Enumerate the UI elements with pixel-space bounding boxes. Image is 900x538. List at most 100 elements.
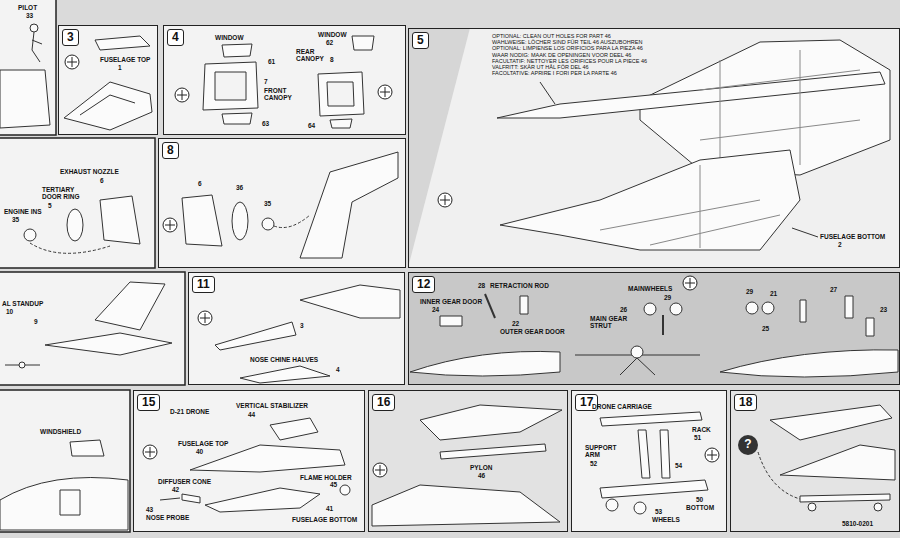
callout-number: 28 — [478, 282, 485, 289]
part-drawing — [30, 243, 110, 253]
glue-symbol — [163, 218, 177, 232]
callout-number: 64 — [308, 122, 315, 129]
callout-number: 10 — [6, 308, 13, 315]
part-drawing — [638, 430, 650, 478]
partial-panel — [0, 390, 130, 532]
step-number: 18 — [734, 394, 757, 411]
part-label: OPTIONAL: CLEAN OUT HOLES FOR PART 46 — [492, 33, 611, 39]
part-drawing — [746, 302, 758, 314]
glue-symbol — [380, 87, 390, 97]
part-drawing — [300, 285, 400, 318]
part-drawing — [634, 502, 646, 514]
callout-number: 61 — [268, 58, 275, 65]
partial-panel — [0, 272, 185, 385]
part-label: WINDOW — [215, 34, 244, 41]
part-drawing — [600, 165, 780, 248]
step-panel: 8 — [158, 138, 406, 268]
part-label: AL STANDUP — [2, 300, 43, 307]
part-drawing — [262, 218, 274, 230]
part-label: FACULTATIF: NETTOYER LES ORIFICES POUR L… — [492, 58, 647, 64]
part-drawing — [205, 488, 320, 512]
panel-ground — [408, 272, 900, 385]
callout-number: 6 — [100, 177, 104, 184]
callout-number: 46 — [478, 472, 485, 479]
callout-number: 2 — [838, 241, 842, 248]
part-drawing — [792, 228, 818, 237]
part-drawing — [270, 418, 318, 440]
part-label: WINDOW — [318, 31, 347, 38]
part-label: RACK — [692, 426, 711, 433]
part-drawing — [100, 196, 140, 244]
part-label: VALFRITT: SKÄR UT HÅL FÖR DEL 46 — [492, 64, 589, 70]
part-label: MAIN GEAR STRUT — [590, 315, 632, 329]
glue-symbol — [65, 55, 79, 69]
glue-symbol — [177, 90, 187, 100]
part-label: WAHLWEISE: LÖCHER SIND FÜR TEIL 46 AUSZU… — [492, 39, 642, 45]
panel-ground — [58, 25, 158, 135]
part-drawing — [222, 113, 252, 124]
part-label: FLAME HOLDER — [300, 474, 352, 481]
glue-symbol — [198, 311, 212, 325]
part-drawing — [497, 72, 885, 118]
part-drawing — [274, 215, 310, 228]
glue-symbol — [440, 195, 450, 205]
part-drawing — [64, 82, 152, 130]
part-label: WHEELS — [652, 516, 680, 523]
part-label: VERTICAL STABILIZER — [236, 402, 308, 409]
glue-symbol — [375, 465, 385, 475]
part-drawing — [318, 72, 364, 116]
part-drawing — [372, 485, 560, 526]
part-label: PILOT — [18, 4, 37, 11]
callout-number: 44 — [248, 411, 255, 418]
glue-symbol — [683, 276, 697, 290]
glue-symbol — [683, 276, 697, 290]
part-drawing — [770, 405, 892, 440]
callout-number: 52 — [590, 460, 597, 467]
glue-symbol — [373, 463, 387, 477]
panel-ground — [408, 28, 470, 268]
part-drawing — [500, 150, 800, 250]
callout-number: 35 — [264, 200, 271, 207]
part-drawing — [762, 302, 774, 314]
step-panel: 11 — [188, 272, 405, 385]
callout-number: 45 — [330, 481, 337, 488]
part-drawing — [232, 202, 248, 240]
glue-symbol — [143, 445, 157, 459]
part-label: 5810-0201 — [842, 520, 873, 527]
part-drawing — [780, 445, 895, 480]
part-drawing — [0, 70, 50, 128]
callout-number: 26 — [620, 306, 627, 313]
panel-ground — [408, 28, 900, 268]
glue-symbol — [198, 311, 212, 325]
glue-symbol — [67, 57, 77, 67]
part-label: OPTIONAL: LIMPIENSE LOS ORIFICIOS PARA L… — [492, 45, 643, 51]
part-drawing — [420, 405, 562, 440]
part-drawing — [340, 485, 350, 495]
step-panel: 3 — [58, 25, 158, 135]
part-label: MAINWHEELS — [628, 285, 672, 292]
part-drawing — [0, 478, 128, 531]
part-label: FUSELAGE BOTTOM — [292, 516, 357, 523]
part-drawing — [440, 444, 546, 459]
part-drawing — [24, 229, 36, 241]
callout-number: 35 — [12, 216, 19, 223]
part-drawing — [182, 195, 222, 246]
part-drawing — [32, 32, 42, 62]
callout-number: 51 — [694, 434, 701, 441]
callout-number: 33 — [26, 12, 33, 19]
part-drawing — [660, 430, 670, 478]
part-drawing — [222, 44, 252, 57]
part-label: WAAR NODIG: MAAK DE OPENINGEN VOOR DEEL … — [492, 52, 631, 58]
callout-number: 40 — [196, 448, 203, 455]
part-drawing — [190, 445, 345, 472]
part-label: DRONE CARRIAGE — [592, 403, 652, 410]
part-label: WINDSHIELD — [40, 428, 81, 435]
glue-symbol — [705, 448, 719, 462]
part-drawing — [800, 494, 890, 502]
callout-number: 3 — [300, 322, 304, 329]
part-label: OUTER GEAR DOOR — [500, 328, 565, 335]
glue-symbol — [175, 88, 189, 102]
part-drawing — [540, 82, 555, 104]
